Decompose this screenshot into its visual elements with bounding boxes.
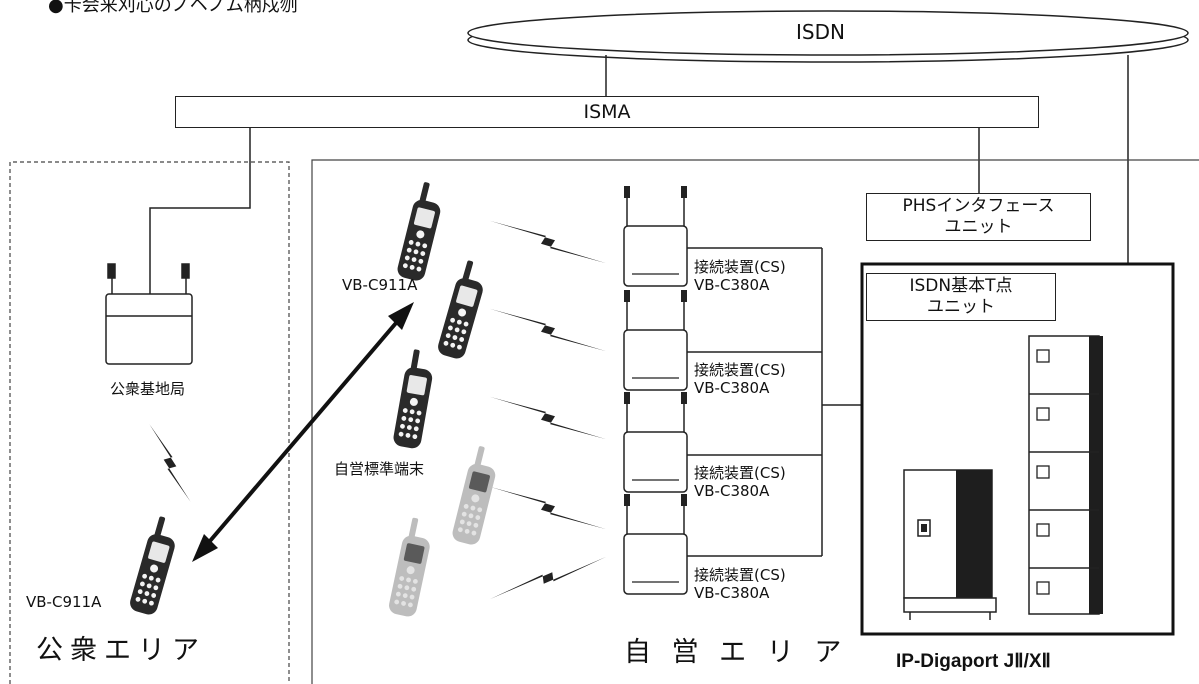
standard-terminal-label: 自営標準端末 xyxy=(334,458,424,479)
cs-model: VB-C380A xyxy=(694,276,786,294)
isma-bar: ISMA xyxy=(175,96,1039,128)
phs-interface-unit: PHSインタフェース ユニット xyxy=(866,193,1091,241)
cs-name: 接続装置(CS) xyxy=(694,258,786,276)
handset-icon xyxy=(396,181,447,283)
lightning-bolt-icon xyxy=(488,216,608,268)
private-handset-label: VB-C911A xyxy=(342,276,417,294)
handset-icon xyxy=(128,515,182,617)
cs-model: VB-C380A xyxy=(694,584,786,602)
cs-unit-icon xyxy=(624,290,687,390)
private-area-title: 自 営 エ リ ア xyxy=(624,630,847,669)
handset-icon xyxy=(392,348,437,449)
public-base-station-icon xyxy=(106,264,192,364)
cs-label-2: 接続装置(CS) VB-C380A xyxy=(694,361,786,397)
cs-bus xyxy=(685,248,862,556)
lightning-bolt-icon xyxy=(488,552,608,604)
isdn-t-point-unit: ISDN基本T点 ユニット xyxy=(866,273,1056,321)
header-caption: ●卡会来刈心のノヘノム柄戍刎 xyxy=(48,0,298,17)
cs-name: 接続装置(CS) xyxy=(694,464,786,482)
cs-label-3: 接続装置(CS) VB-C380A xyxy=(694,464,786,500)
isma-label: ISMA xyxy=(583,101,630,123)
pbx-cabinet-small-icon xyxy=(904,470,996,620)
isdn-label: ISDN xyxy=(796,20,845,44)
pbx-cabinet-tall-icon xyxy=(1029,336,1103,614)
lightning-bolt-icon xyxy=(145,422,195,504)
isdn-t-point-line1: ISDN基本T点 xyxy=(910,276,1013,297)
cs-unit-icon xyxy=(624,186,687,286)
phs-interface-line2: ユニット xyxy=(945,217,1013,238)
cs-model: VB-C380A xyxy=(694,482,786,500)
public-handset-label: VB-C911A xyxy=(26,593,101,611)
phs-interface-line1: PHSインタフェース xyxy=(903,196,1055,217)
public-base-station-label: 公衆基地局 xyxy=(110,378,185,399)
system-name-label: IP-Digaport JⅡ/XⅡ xyxy=(896,650,1051,673)
cs-label-1: 接続装置(CS) VB-C380A xyxy=(694,258,786,294)
public-area-title: 公衆エリア xyxy=(36,628,206,667)
cs-unit-icon xyxy=(624,494,687,594)
cs-name: 接続装置(CS) xyxy=(694,566,786,584)
isdn-t-point-line2: ユニット xyxy=(927,297,995,318)
handset-icon xyxy=(387,516,435,618)
cs-model: VB-C380A xyxy=(694,379,786,397)
cs-name: 接続装置(CS) xyxy=(694,361,786,379)
cs-unit-icon xyxy=(624,392,687,492)
cs-label-4: 接続装置(CS) VB-C380A xyxy=(694,566,786,602)
isma-public-base-link xyxy=(150,128,250,294)
handset-icon xyxy=(436,259,490,361)
handset-icons xyxy=(128,181,502,619)
lightning-bolt-icon xyxy=(488,392,608,444)
cs-unit-icons xyxy=(624,186,687,594)
handset-icon xyxy=(451,445,502,547)
roaming-arrow-icon xyxy=(192,302,414,562)
lightning-bolt-icon xyxy=(488,482,608,534)
lightning-bolt-icon xyxy=(488,304,608,356)
